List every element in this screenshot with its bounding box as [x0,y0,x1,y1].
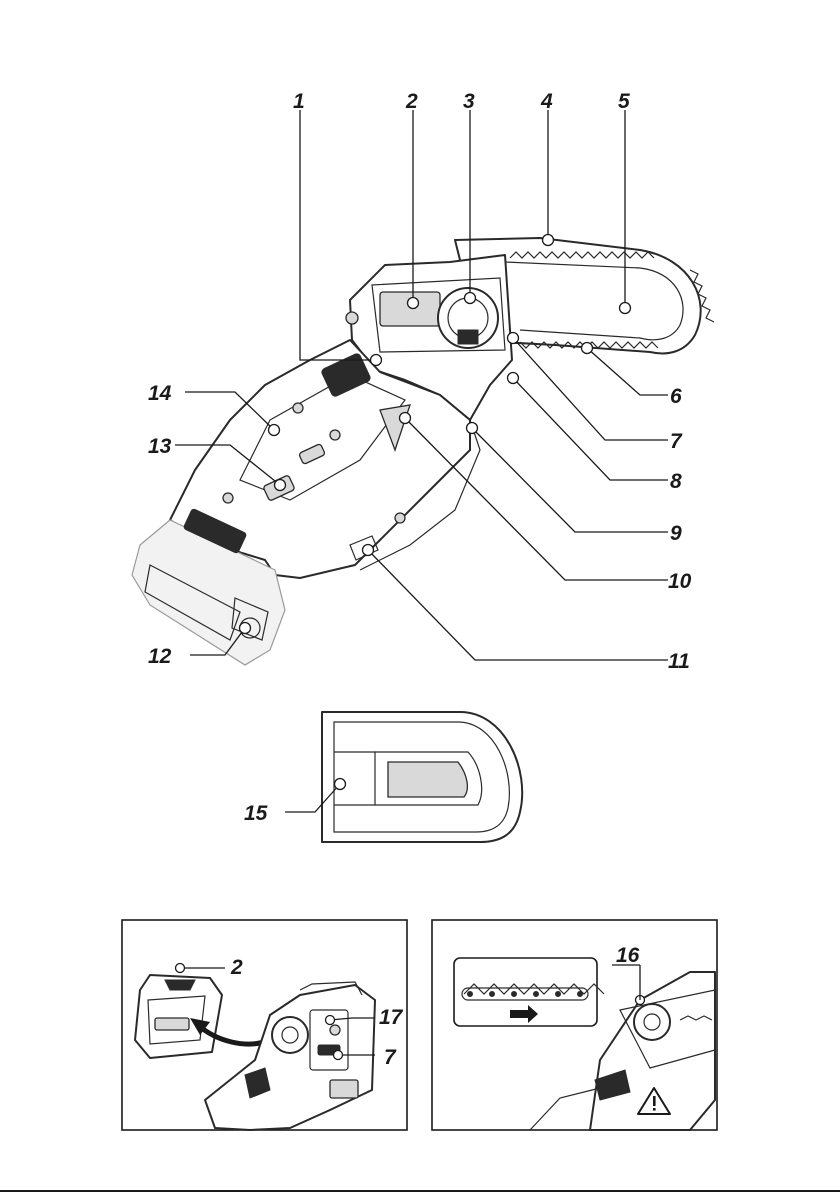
callout-9: 9 [670,522,682,545]
callout-13: 13 [148,435,172,458]
callout-15: 15 [244,802,268,825]
callout-8: 8 [670,470,682,493]
callout-3: 3 [463,90,475,113]
removed-cover-part [135,975,222,1058]
callout-6: 6 [670,385,682,408]
chain-inset [454,958,604,1026]
panel-left-callout-2: 2 [230,956,243,979]
panel-left: 2 17 7 [122,920,407,1130]
panel-left-callout-17: 17 [379,1006,404,1029]
callout-10: 10 [668,570,692,593]
chainsaw-illustration [132,238,714,665]
callout-5: 5 [618,90,630,113]
callout-14: 14 [148,382,172,405]
callout-12: 12 [148,645,172,668]
panel-left-callout-7: 7 [384,1046,397,1069]
panel-right: 16 [432,920,717,1130]
panel-right-callout-16: 16 [616,944,640,967]
callout-4: 4 [540,90,553,113]
callout-2: 2 [405,90,418,113]
callout-11: 11 [668,650,690,673]
callout-7: 7 [670,430,683,453]
callout-1: 1 [293,90,305,113]
bar-guard [322,712,522,842]
